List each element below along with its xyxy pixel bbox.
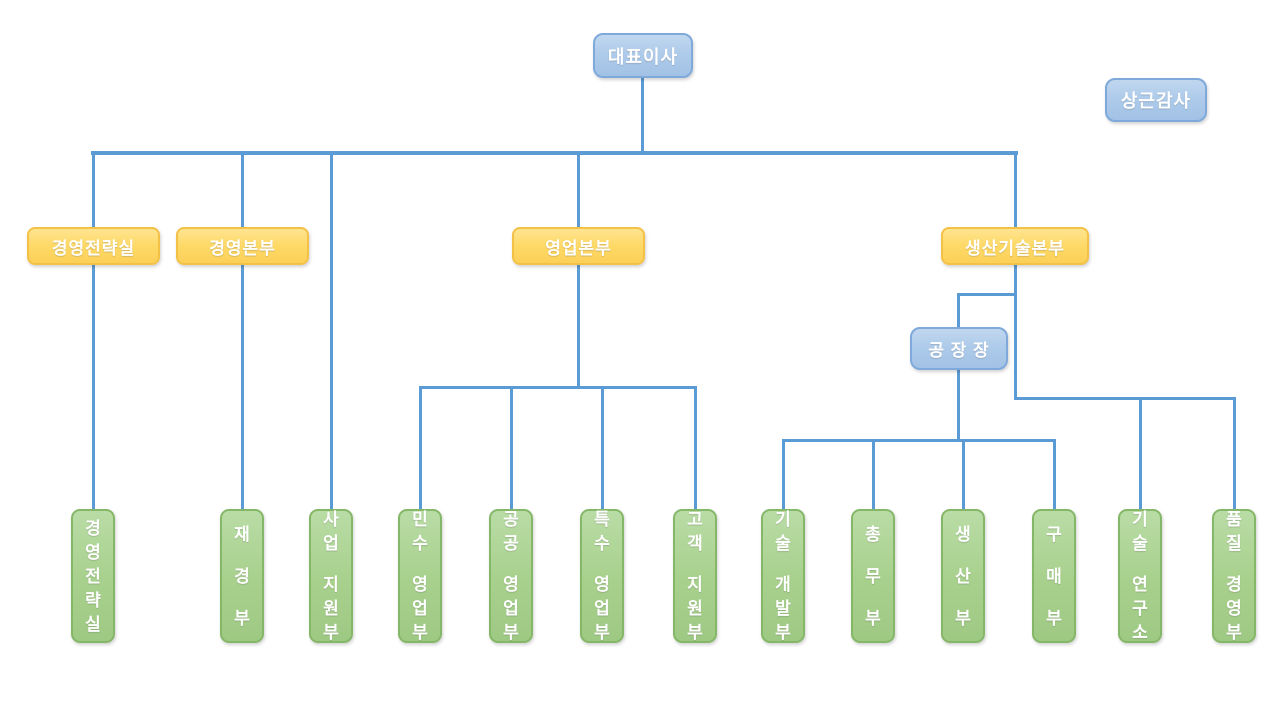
node-auditor-label: 상근감사 [1120, 91, 1192, 111]
connector-mgmt-dept [241, 264, 244, 509]
connector-factory-horizontal [782, 439, 1056, 442]
connector-drop-gisul-gaebal [782, 439, 785, 509]
connector-drop-gonggong [510, 386, 513, 509]
connector-prodtech-stem [1014, 264, 1017, 400]
connector-drop-bizsupport [330, 153, 333, 509]
node-factory-manager-label: 공 장 장 [928, 341, 990, 360]
connector-factory-elbow-v [957, 293, 960, 327]
connector-drop-gumae [1053, 439, 1056, 509]
connector-drop-research [1139, 397, 1142, 509]
connector-drop-minsu [419, 386, 422, 509]
connector-sales-stem [577, 264, 580, 388]
node-division-sales-hq: 영업본부 [512, 227, 645, 265]
division-label: 경영전략실 [51, 238, 136, 258]
connector-drop-mgmt [241, 153, 244, 227]
node-factory-manager: 공 장 장 [910, 327, 1008, 370]
division-label: 영업본부 [545, 238, 612, 258]
connector-drop-prodtech [1014, 153, 1017, 227]
node-division-management-hq: 경영본부 [176, 227, 309, 265]
division-label: 생산기술본부 [965, 238, 1065, 258]
connector-drop-teuksu [601, 386, 604, 509]
connector-strategy-dept [92, 264, 95, 509]
node-ceo: 대표이사 [593, 33, 693, 78]
node-auditor: 상근감사 [1105, 78, 1207, 122]
connector-factory-elbow-h [957, 293, 1017, 296]
connector-ceo-stem [641, 77, 644, 153]
connector-main-horizontal [91, 151, 1018, 155]
division-label: 경영본부 [209, 238, 276, 258]
connector-drop-saengsan [962, 439, 965, 509]
connector-drop-gogaek [694, 386, 697, 509]
connector-factory-stem [957, 369, 960, 441]
connector-drop-quality [1233, 397, 1236, 509]
connector-drop-chongmu [872, 439, 875, 509]
node-ceo-label: 대표이사 [607, 46, 679, 67]
connector-sales-horizontal [419, 386, 697, 389]
node-division-production-tech-hq: 생산기술본부 [941, 227, 1089, 265]
connector-drop-strategy [92, 153, 95, 227]
connector-drop-sales [577, 153, 580, 227]
connector-right-horizontal [1014, 397, 1236, 400]
node-division-strategy-office: 경영전략실 [27, 227, 160, 265]
